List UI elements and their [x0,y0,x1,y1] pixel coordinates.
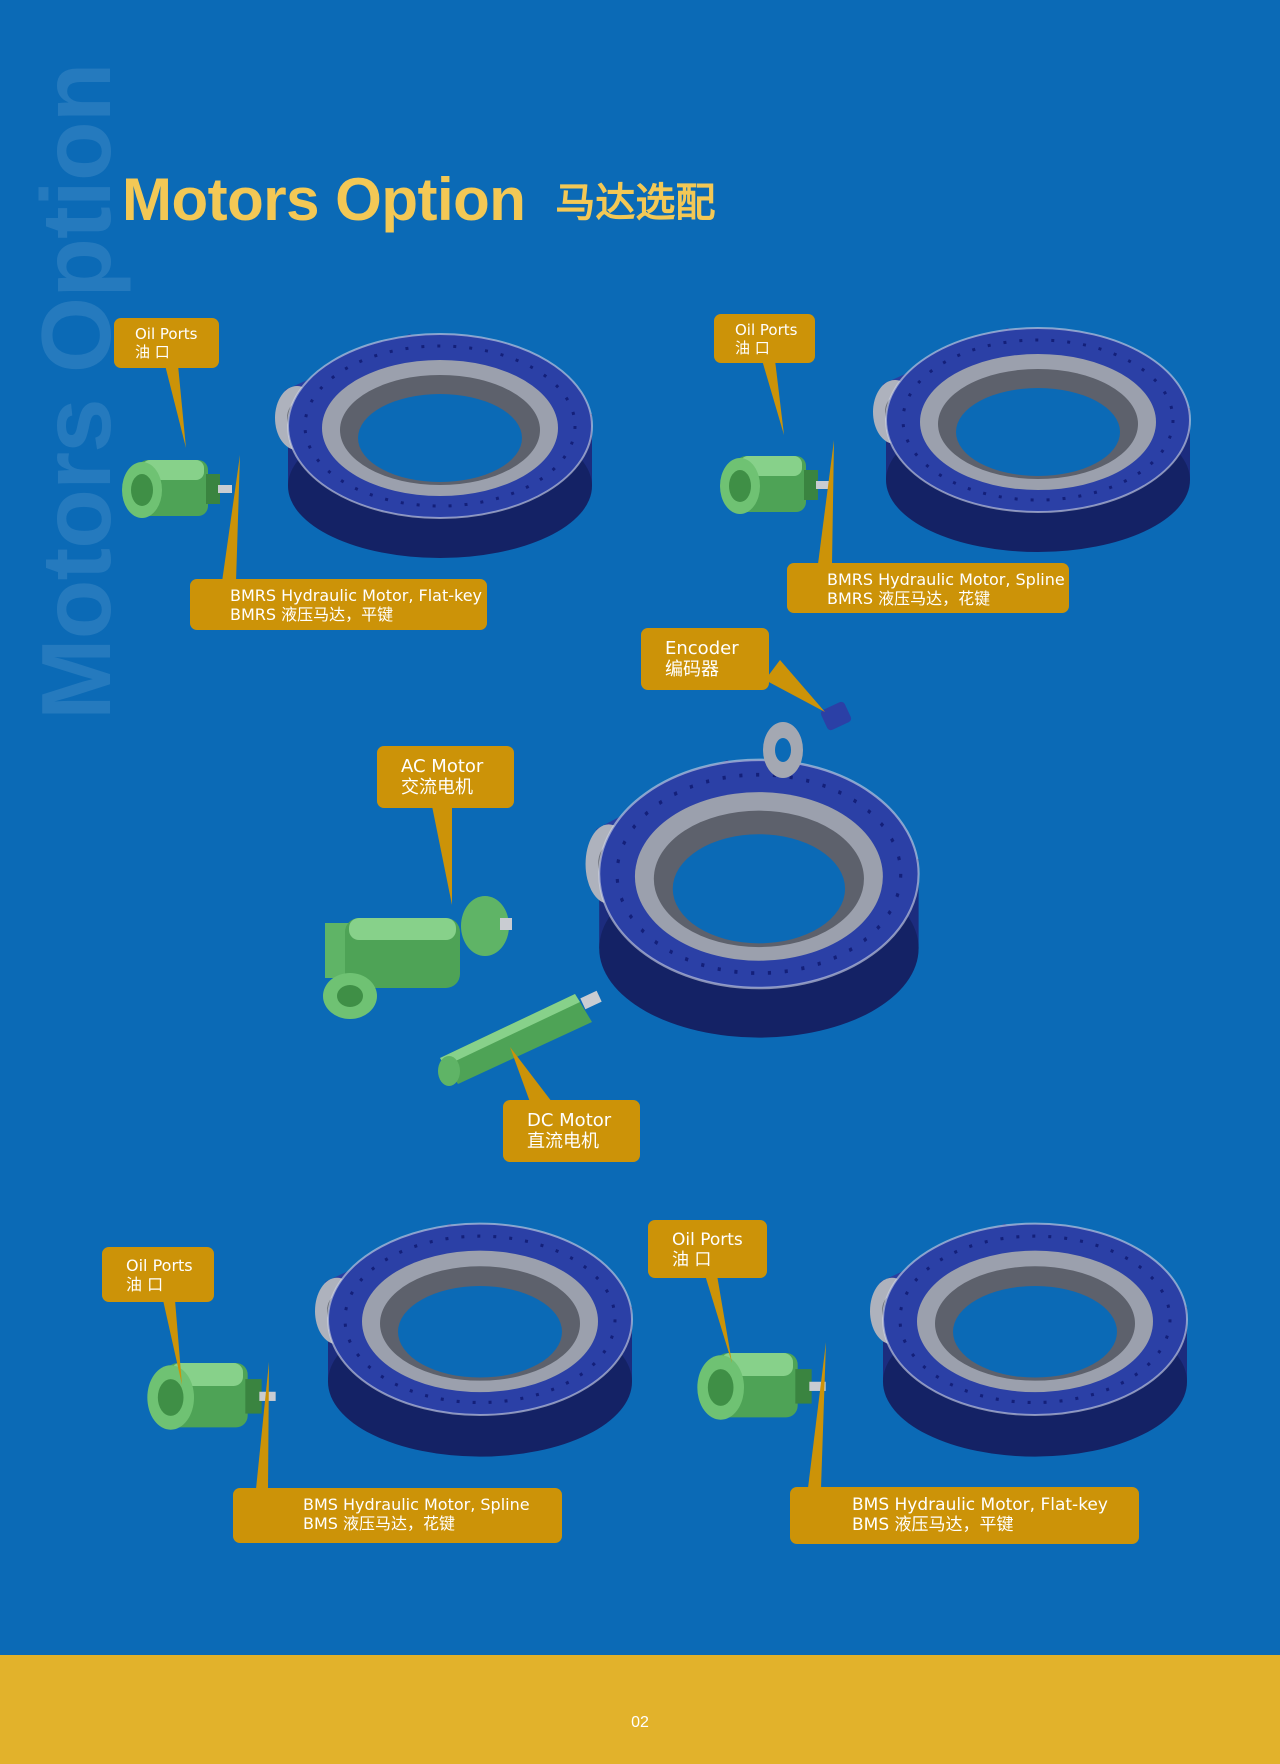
label-english: BMRS Hydraulic Motor, Spline [827,570,1065,589]
label-chinese: 编码器 [665,659,719,681]
title-chinese: 马达选配 [555,180,716,226]
dc-motor-image [438,990,602,1086]
ac-motor-image [323,896,512,1019]
label-chinese: 油 口 [672,1250,712,1271]
label-english: Oil Ports [735,321,798,339]
label-chinese: BMRS 液压马达，花键 [827,588,991,608]
label-english: Oil Ports [672,1230,743,1250]
label-english: AC Motor [401,756,484,777]
ac-motor-label: AC Motor 交流电机 [377,746,514,808]
label-english: BMS Hydraulic Motor, Flat-key [852,1495,1108,1515]
footer-band [0,1655,1280,1764]
label-chinese: 直流电机 [527,1131,599,1153]
label-chinese: BMS 液压马达，平键 [852,1515,1014,1536]
label-chinese: 油 口 [735,338,770,357]
label-chinese: BMS 液压马达，花键 [303,1513,456,1533]
motor-label-4: BMS Hydraulic Motor, Flat-key BMS 液压马达，平… [790,1487,1139,1544]
oil-ports-label-2: Oil Ports 油 口 [714,314,815,363]
label-english: DC Motor [527,1110,612,1131]
oil-ports-label-3: Oil Ports 油 口 [102,1247,214,1302]
motor-label-1: BMRS Hydraulic Motor, Flat-key BMRS 液压马达… [190,579,487,630]
page-number: 02 [631,1714,649,1731]
page-title: Motors Option 马达选配 [122,165,715,234]
label-chinese: 油 口 [126,1274,164,1294]
motor-label-3: BMS Hydraulic Motor, Spline BMS 液压马达，花键 [233,1488,562,1543]
label-english: BMRS Hydraulic Motor, Flat-key [230,586,483,605]
title-english: Motors Option [122,166,526,233]
dc-motor-label: DC Motor 直流电机 [503,1100,640,1162]
label-english: BMS Hydraulic Motor, Spline [303,1495,530,1514]
motor-label-2: BMRS Hydraulic Motor, Spline BMRS 液压马达，花… [787,563,1069,613]
encoder-label: Encoder 编码器 [641,628,769,690]
encoder-image [763,701,852,778]
label-chinese: 油 口 [135,342,170,361]
label-english: Encoder [665,638,739,659]
label-chinese: 交流电机 [401,777,473,799]
label-chinese: BMRS 液压马达，平键 [230,604,394,624]
label-english: Oil Ports [135,325,198,343]
oil-ports-label-4: Oil Ports 油 口 [648,1220,767,1278]
oil-ports-label-1: Oil Ports 油 口 [114,318,219,368]
label-english: Oil Ports [126,1256,193,1275]
